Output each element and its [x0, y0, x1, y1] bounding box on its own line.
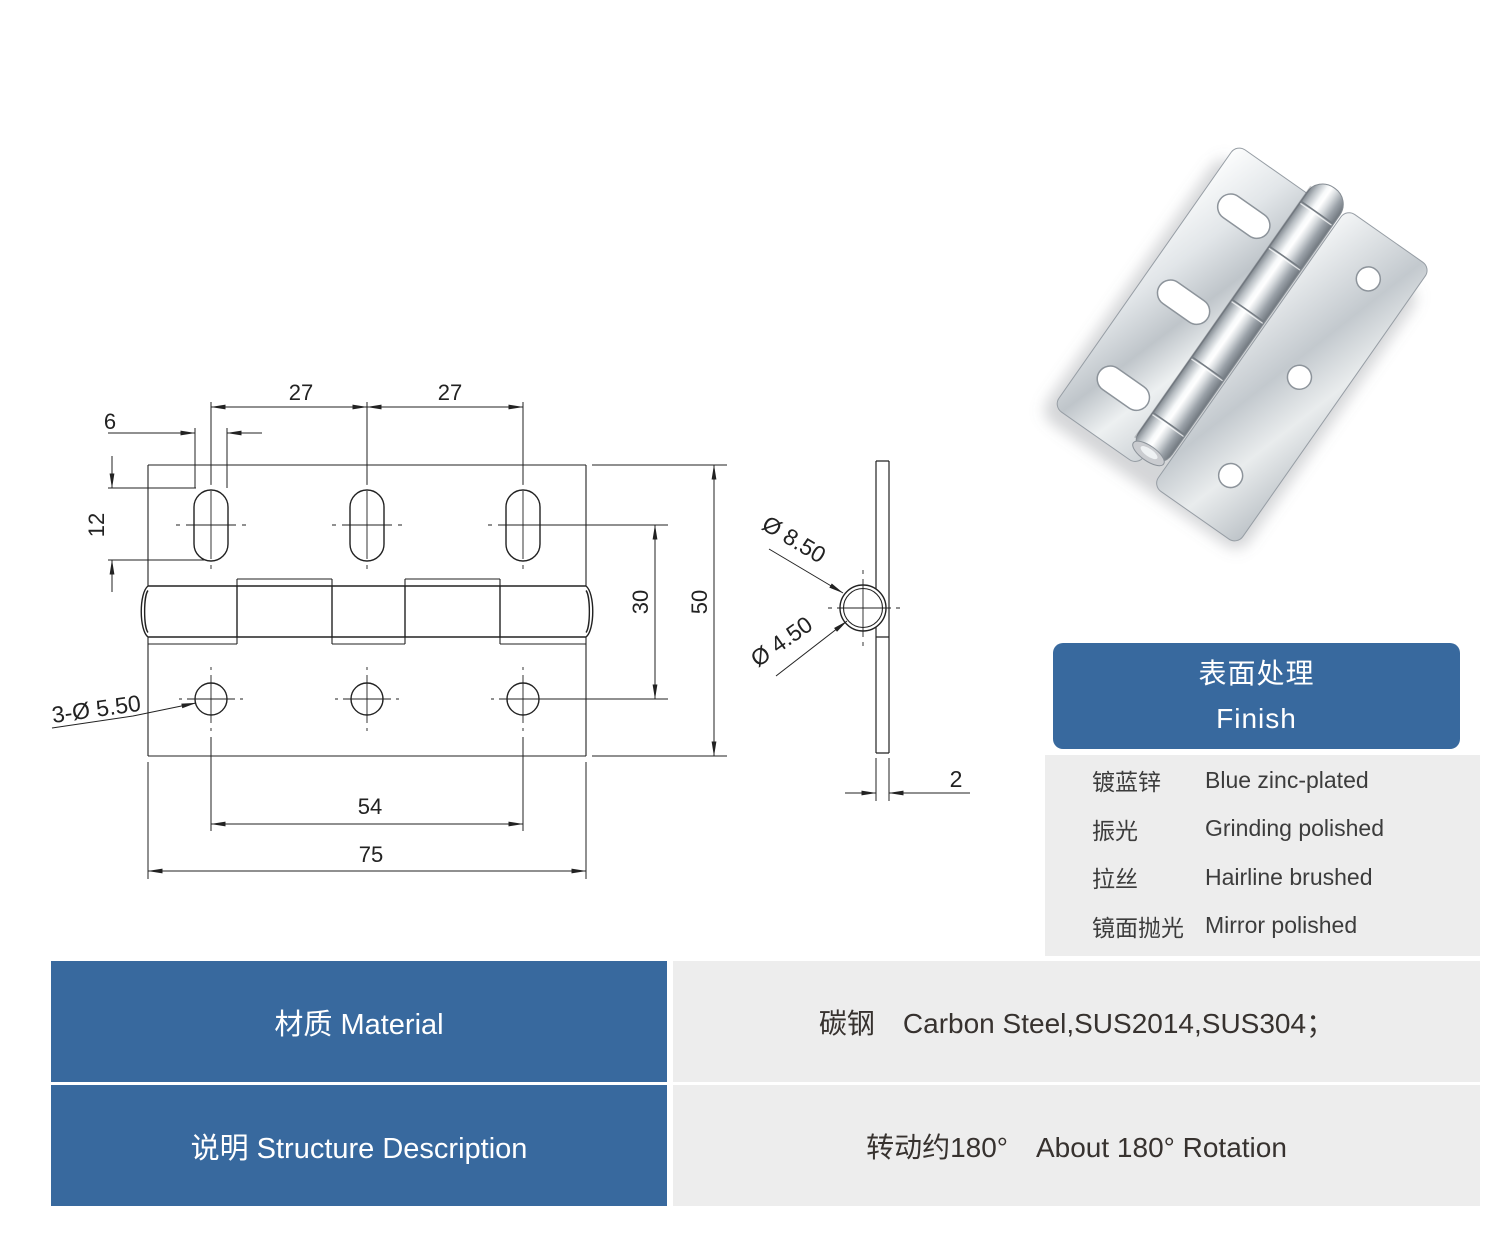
finish-card-body: 镀蓝锌 Blue zinc-plated 振光 Grinding polishe…	[1045, 755, 1480, 956]
hinge-left-slots	[1096, 193, 1271, 412]
product-photo	[1044, 147, 1428, 549]
dim-knuckle-diameter: Ø 8.50	[758, 510, 831, 568]
dim-slot-length: 12	[84, 513, 109, 537]
finish-row: 拉丝 Hairline brushed	[1045, 853, 1480, 902]
dim-slot-width: 6	[104, 409, 116, 434]
spec-label-material: 材质 Material	[51, 961, 667, 1082]
finish-en: Grinding polished	[1205, 815, 1385, 842]
side-center-lines	[828, 570, 900, 646]
front-view: 27 27 6 12 30 50 54 75 3-Ø 5.50	[50, 380, 727, 879]
finish-zh: 镜面抛光	[1092, 914, 1184, 941]
finish-row: 镜面抛光 Mirror polished	[1045, 902, 1480, 951]
finish-zh: 振光	[1092, 817, 1138, 844]
center-lines	[176, 481, 668, 731]
dim-plate-height: 50	[687, 590, 712, 614]
finish-row: 振光 Grinding polished	[1045, 805, 1480, 854]
finish-title-zh: 表面处理	[1198, 658, 1315, 689]
finish-en: Mirror polished	[1205, 912, 1358, 939]
side-view: Ø 8.50 Ø 4.50 2	[746, 460, 970, 801]
side-dimension-texts: Ø 8.50 Ø 4.50 2	[746, 510, 963, 792]
dim-hole-span: 54	[358, 794, 382, 819]
finish-en: Blue zinc-plated	[1205, 766, 1369, 793]
dimension-texts: 27 27 6 12 30 50 54 75 3-Ø 5.50	[50, 380, 712, 867]
slot-holes	[193, 489, 541, 562]
knuckle-band	[140, 585, 594, 638]
finish-zh: 拉丝	[1092, 866, 1138, 893]
spec-value-description: 转动约180° About 180° Rotation	[673, 1085, 1480, 1206]
dim-row-offset: 30	[628, 590, 653, 614]
side-dimension-lines	[768, 548, 970, 801]
spec-value-material: 碳钢 Carbon Steel,SUS2014,SUS304；	[673, 961, 1480, 1082]
spec-label-description: 说明 Structure Description	[51, 1085, 667, 1206]
note-holes: 3-Ø 5.50	[50, 690, 142, 728]
finish-row: 镀蓝锌 Blue zinc-plated	[1045, 756, 1480, 805]
hinge-barrel	[1132, 183, 1344, 467]
finish-en: Hairline brushed	[1205, 863, 1373, 890]
dim-pitch-left: 27	[289, 380, 313, 405]
finish-zh: 镀蓝锌	[1092, 769, 1161, 796]
dim-thickness: 2	[950, 766, 963, 792]
hinge-right-holes	[1217, 266, 1382, 489]
finish-title-en: Finish	[1216, 703, 1297, 734]
dimension-lines	[51, 402, 727, 879]
finish-card-header: 表面处理 Finish	[1053, 643, 1460, 749]
dim-pitch-right: 27	[438, 380, 462, 405]
dim-plate-width: 75	[359, 842, 383, 867]
knuckle-steps	[148, 578, 586, 645]
dim-pin-diameter: Ø 4.50	[746, 611, 817, 672]
